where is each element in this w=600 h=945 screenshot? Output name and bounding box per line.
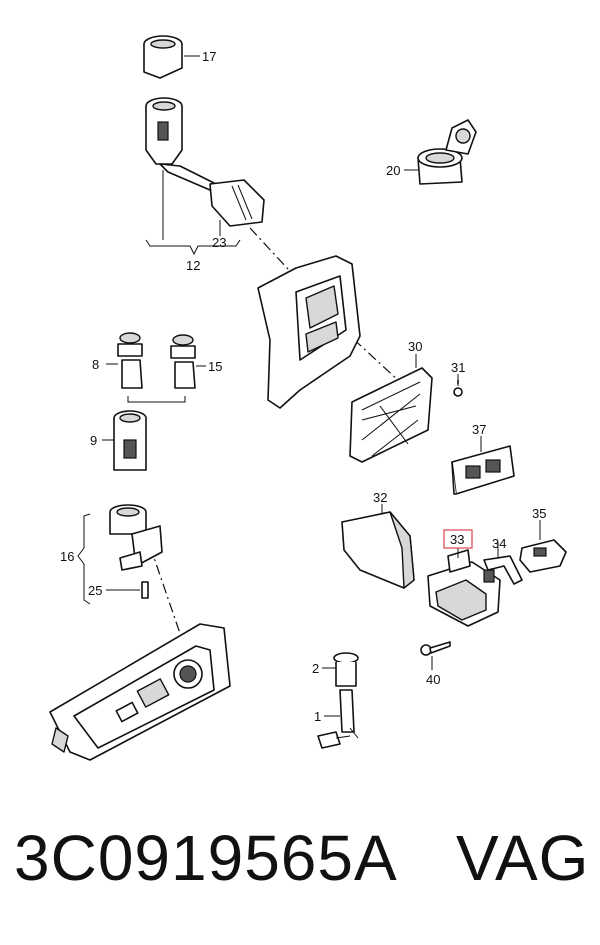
- part-30-bracket-frame: [349, 354, 433, 463]
- part-16-socket-with-bracket: [77, 504, 163, 605]
- callout-37: 37: [472, 422, 486, 437]
- part-40-screw: [420, 641, 451, 670]
- exploded-parts-diagram: 17 20 23 12 8 15 9 30 31 37 32 33 34 35 …: [49, 35, 567, 761]
- part-32-storage-tray: [341, 504, 415, 589]
- rear-console-cover: [257, 255, 361, 409]
- highlight-box: [443, 529, 473, 549]
- callout-15: 15: [208, 359, 222, 374]
- part-12-socket-with-harness: [145, 97, 265, 256]
- part-20-cap-with-lid: [404, 119, 477, 185]
- part-33-socket-holder: [427, 548, 501, 627]
- part-9-socket-sleeve: [102, 410, 147, 471]
- brand-name: VAG: [456, 822, 590, 894]
- part-31-screw: [453, 374, 463, 397]
- part-15-socket-insert: [127, 334, 206, 403]
- part-1-connector-plug: [317, 689, 359, 749]
- callout-2: 2: [312, 661, 319, 676]
- callout-30: 30: [408, 339, 422, 354]
- callout-12: 12: [186, 258, 200, 273]
- callout-16: 16: [60, 549, 74, 564]
- callout-1: 1: [314, 709, 321, 724]
- callout-32: 32: [373, 490, 387, 505]
- callout-9: 9: [90, 433, 97, 448]
- part-34-clip: [483, 542, 523, 585]
- callout-34: 34: [492, 536, 506, 551]
- part-35-connector: [519, 520, 567, 573]
- lower-console-tray: [49, 623, 231, 761]
- callout-25: 25: [88, 583, 102, 598]
- callout-8: 8: [92, 357, 99, 372]
- callout-23: 23: [212, 235, 226, 250]
- callout-33: 33: [450, 532, 464, 547]
- callout-17: 17: [202, 49, 216, 64]
- callout-31: 31: [451, 360, 465, 375]
- part-17-socket-housing: [143, 35, 200, 79]
- callout-35: 35: [532, 506, 546, 521]
- part-37-switch-panel: [451, 436, 515, 495]
- callout-40: 40: [426, 672, 440, 687]
- callout-20: 20: [386, 163, 400, 178]
- part-2-cap: [322, 652, 359, 687]
- part-number: 3C0919565A: [14, 822, 398, 894]
- part-8-socket-insert: [106, 332, 143, 389]
